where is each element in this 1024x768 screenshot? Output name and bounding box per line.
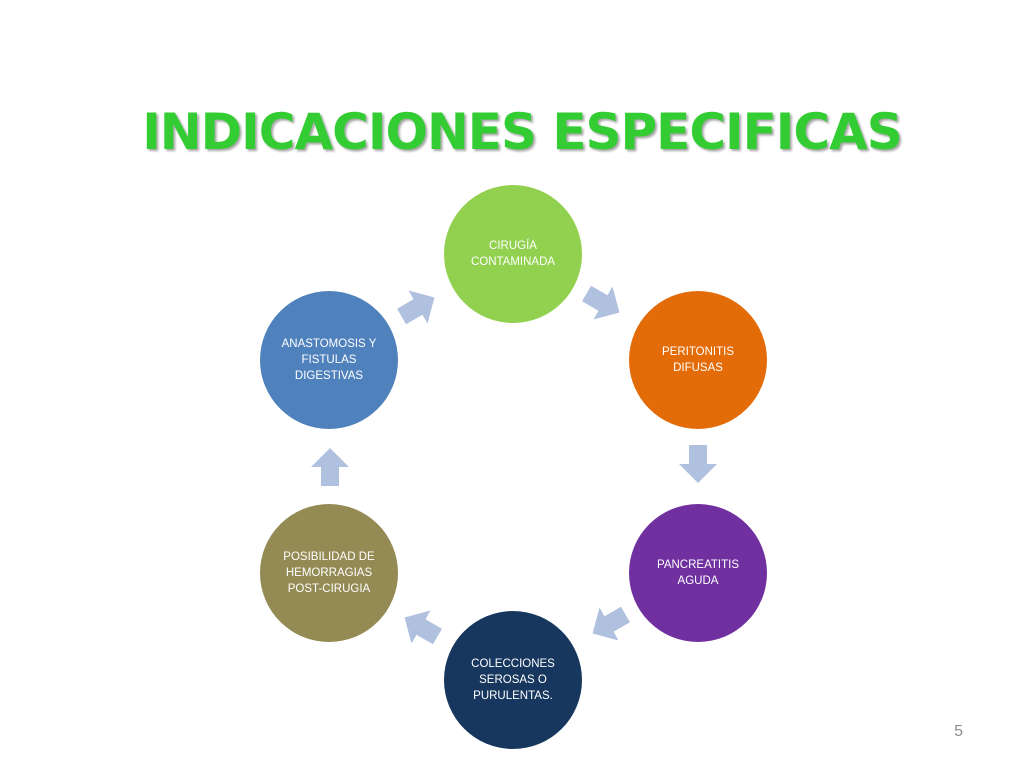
slide-title: INDICACIONES ESPECIFICAS [142,103,903,161]
cycle-node-label: ANASTOMOSIS Y FISTULAS DIGESTIVAS [281,338,377,382]
cycle-node-label: PANCREATITIS AGUDA [657,559,739,587]
arrow-right-up-icon [392,281,444,333]
arrow-down-icon [679,445,717,483]
cycle-node-label: PERITONITIS DIFUSAS [662,346,734,374]
cycle-node-label: CIRUGÍA CONTAMINADA [470,240,556,268]
arrow-left-up-icon [395,601,447,653]
cycle-node-anastomosis: ANASTOMOSIS Y FISTULAS DIGESTIVAS [260,291,398,429]
arrow-up-icon [311,448,349,486]
cycle-node-label: POSIBILIDAD DE HEMORRAGIAS POST-CIRUGIA [283,551,375,595]
arrow-left-down-icon [583,598,635,650]
cycle-node-cirugia-contaminada: CIRUGÍA CONTAMINADA [444,185,582,323]
page-number: 5 [954,723,963,740]
cycle-node-label: COLECCIONES SEROSAS O PURULENTAS. [471,658,555,702]
cycle-node-hemorragias: POSIBILIDAD DE HEMORRAGIAS POST-CIRUGIA [260,504,398,642]
cycle-node-peritonitis-difusas: PERITONITIS DIFUSAS [629,291,767,429]
cycle-node-pancreatitis-aguda: PANCREATITIS AGUDA [629,504,767,642]
arrow-right-down-icon [577,277,629,329]
cycle-node-colecciones: COLECCIONES SEROSAS O PURULENTAS. [444,611,582,749]
